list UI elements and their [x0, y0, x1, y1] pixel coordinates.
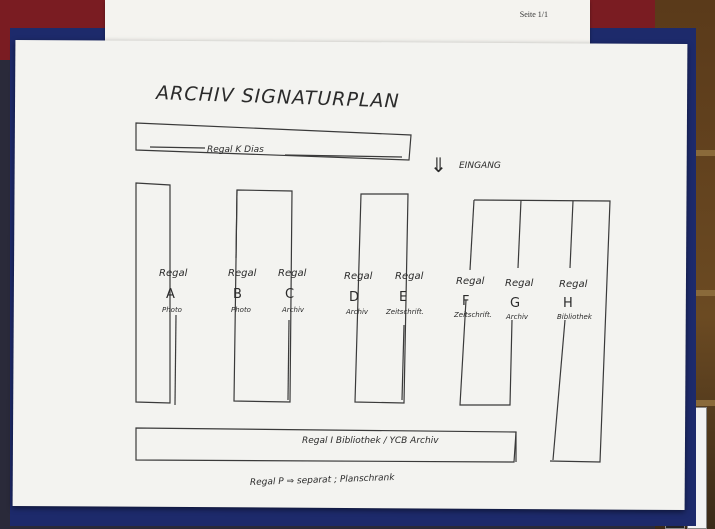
shelf-fg-bottom: [459, 299, 513, 406]
shelf-label-h: Regal H Bibliothek: [557, 279, 593, 321]
shelf-label-a: Regal A Photo: [159, 268, 188, 314]
shelf-divider: [469, 199, 475, 271]
shelf-use: Archiv: [281, 306, 305, 314]
shelf-letter: C: [285, 287, 294, 302]
shelf-use: Archiv: [505, 313, 529, 321]
shelf-k-outline: [135, 122, 412, 161]
shelf-line: [401, 324, 405, 401]
shelf-letter: H: [563, 296, 573, 311]
shelf-line: [287, 319, 290, 401]
shelf-label-c: Regal C Archiv: [278, 268, 307, 314]
shelf-de-outline: [354, 193, 409, 404]
regal-word: Regal: [456, 276, 485, 287]
plan-title: ARCHIV SIGNATURPLAN: [154, 82, 400, 113]
shelf-label-g: Regal G Archiv: [505, 278, 534, 321]
shelf-letter: E: [399, 290, 407, 305]
shelf-k-line: [284, 154, 403, 158]
shelf-divider: [235, 189, 238, 259]
entrance-arrow: ⇓: [430, 153, 447, 177]
shelf-letter: G: [510, 296, 520, 311]
shelf-letter: A: [166, 287, 175, 302]
shelf-letter: D: [349, 290, 359, 305]
regal-word: Regal: [505, 278, 534, 289]
regal-word: Regal: [278, 268, 307, 279]
shelf-letter: B: [233, 287, 242, 302]
shelf-label-b: Regal B Photo: [228, 268, 257, 314]
page-number: Seite 1/1: [519, 10, 548, 19]
shelf-line: [174, 314, 177, 406]
shelf-bc-outline: [233, 189, 293, 403]
shelf-i-outline: [135, 427, 517, 463]
shelf-label-d: Regal D Archiv: [344, 271, 373, 316]
shelf-use: Archiv: [345, 308, 369, 316]
shelf-use: Photo: [162, 306, 182, 314]
shelf-divider: [517, 199, 522, 269]
shelf-fgh-outline: [473, 199, 611, 463]
regal-word: Regal: [559, 279, 588, 290]
regal-word: Regal: [395, 271, 424, 282]
shelf-use: Zeitschrift.: [453, 311, 492, 319]
regal-word: Regal: [344, 271, 373, 282]
shelf-letter: F: [462, 294, 469, 309]
shelf-label-f: Regal F Zeitschrift.: [453, 276, 492, 319]
footer-note: Regal P ⇒ separat ; Planschrank: [250, 473, 396, 488]
shelf-use: Zeitschrift.: [385, 308, 424, 316]
shelf-use: Bibliothek: [557, 313, 593, 321]
shelf-k-line: [149, 146, 206, 149]
regal-word: Regal: [228, 268, 257, 279]
shelf-label-e: Regal E Zeitschrift.: [385, 271, 424, 316]
shelf-i-label: Regal I Bibliothek / YCB Archiv: [302, 436, 439, 446]
shelf-h-line: [552, 319, 566, 461]
shelf-a-outline: [135, 182, 171, 404]
shelf-k-label: Regal K Dias: [207, 145, 264, 155]
entrance-label: EINGANG: [459, 161, 501, 171]
shelf-use: Photo: [231, 306, 251, 314]
shelf-divider: [569, 200, 574, 269]
regal-word: Regal: [159, 268, 188, 279]
